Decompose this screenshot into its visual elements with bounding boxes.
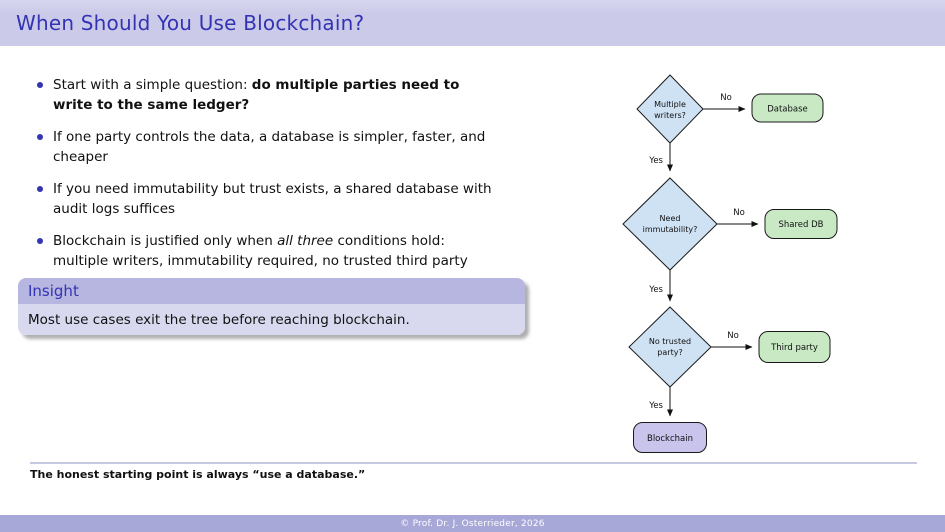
- footnote-text: The honest starting point is always “use…: [30, 468, 366, 481]
- insight-block-header: Insight: [18, 278, 525, 304]
- flowchart-svg: Multiple writers? No Database Yes Need i…: [622, 74, 838, 453]
- edge-label-no-3: No: [727, 331, 739, 341]
- text-run: If you need immutability but trust exist…: [53, 181, 492, 217]
- decision-3-line1: No trusted: [649, 337, 691, 346]
- bullet-item: If one party controls the data, a databa…: [30, 128, 510, 167]
- decision-3-line2: party?: [657, 348, 682, 357]
- edge-label-yes-1: Yes: [648, 156, 663, 166]
- outcome-shared-db: [764, 209, 838, 239]
- frame-title-bar: When Should You Use Blockchain?: [0, 0, 945, 46]
- edge-label-yes-3: Yes: [648, 401, 663, 411]
- bullet-item: Start with a simple question: do multipl…: [30, 76, 510, 115]
- edge-label-yes-2: Yes: [648, 285, 663, 295]
- bullet-icon: [37, 238, 43, 244]
- decision-2-line2: immutability?: [643, 225, 698, 234]
- edge-label-no-1: No: [720, 93, 732, 103]
- text-run-italic: all three: [277, 233, 334, 249]
- bullet-text: Start with a simple question: do multipl…: [53, 76, 501, 115]
- bullet-text: If you need immutability but trust exist…: [53, 180, 501, 219]
- outcome-third-party: [758, 331, 831, 363]
- outcome-shared-db-label: Shared DB: [778, 220, 823, 230]
- outcome-third-party-label: Third party: [770, 343, 818, 353]
- copyright-text: © Prof. Dr. J. Osterrieder, 2026: [400, 518, 545, 529]
- bullet-list: Start with a simple question: do multipl…: [30, 76, 510, 284]
- insight-block-body: Most use cases exit the tree before reac…: [18, 304, 525, 335]
- decision-flowchart: Multiple writers? No Database Yes Need i…: [600, 60, 945, 460]
- outcome-blockchain: [633, 422, 707, 453]
- text-run: conditions hold: multiple writers, immut…: [53, 233, 468, 269]
- bullet-icon: [37, 82, 43, 88]
- page-title: When Should You Use Blockchain?: [16, 11, 365, 35]
- decision-multiple-writers: [636, 74, 704, 144]
- text-run-bold: do multiple parties need to write to the…: [53, 77, 460, 113]
- outcome-blockchain-label: Blockchain: [647, 434, 693, 444]
- bullet-item: If you need immutability but trust exist…: [30, 180, 510, 219]
- bullet-text: Blockchain is justified only when all th…: [53, 232, 501, 271]
- insight-title: Insight: [28, 282, 79, 300]
- text-run: If one party controls the data, a databa…: [53, 129, 486, 165]
- footer-divider: [30, 462, 917, 464]
- decision-no-trusted-party: [628, 306, 712, 388]
- edge-label-no-2: No: [733, 208, 745, 218]
- text-run: Blockchain is justified only when: [53, 233, 278, 249]
- outcome-database-label: Database: [767, 105, 808, 115]
- bullet-icon: [37, 186, 43, 192]
- bullet-icon: [37, 134, 43, 140]
- insight-block: Insight Most use cases exit the tree bef…: [18, 278, 525, 335]
- bullet-item: Blockchain is justified only when all th…: [30, 232, 510, 271]
- outcome-database: [751, 93, 824, 123]
- insight-body-text: Most use cases exit the tree before reac…: [28, 312, 410, 328]
- text-run: Start with a simple question:: [53, 77, 252, 93]
- copyright-bar: © Prof. Dr. J. Osterrieder, 2026: [0, 515, 945, 532]
- decision-1-line2: writers?: [654, 111, 686, 120]
- decision-1-line1: Multiple: [654, 100, 686, 109]
- decision-2-line1: Need: [660, 214, 681, 223]
- decision-need-immutability: [622, 177, 718, 271]
- bullet-text: If one party controls the data, a databa…: [53, 128, 501, 167]
